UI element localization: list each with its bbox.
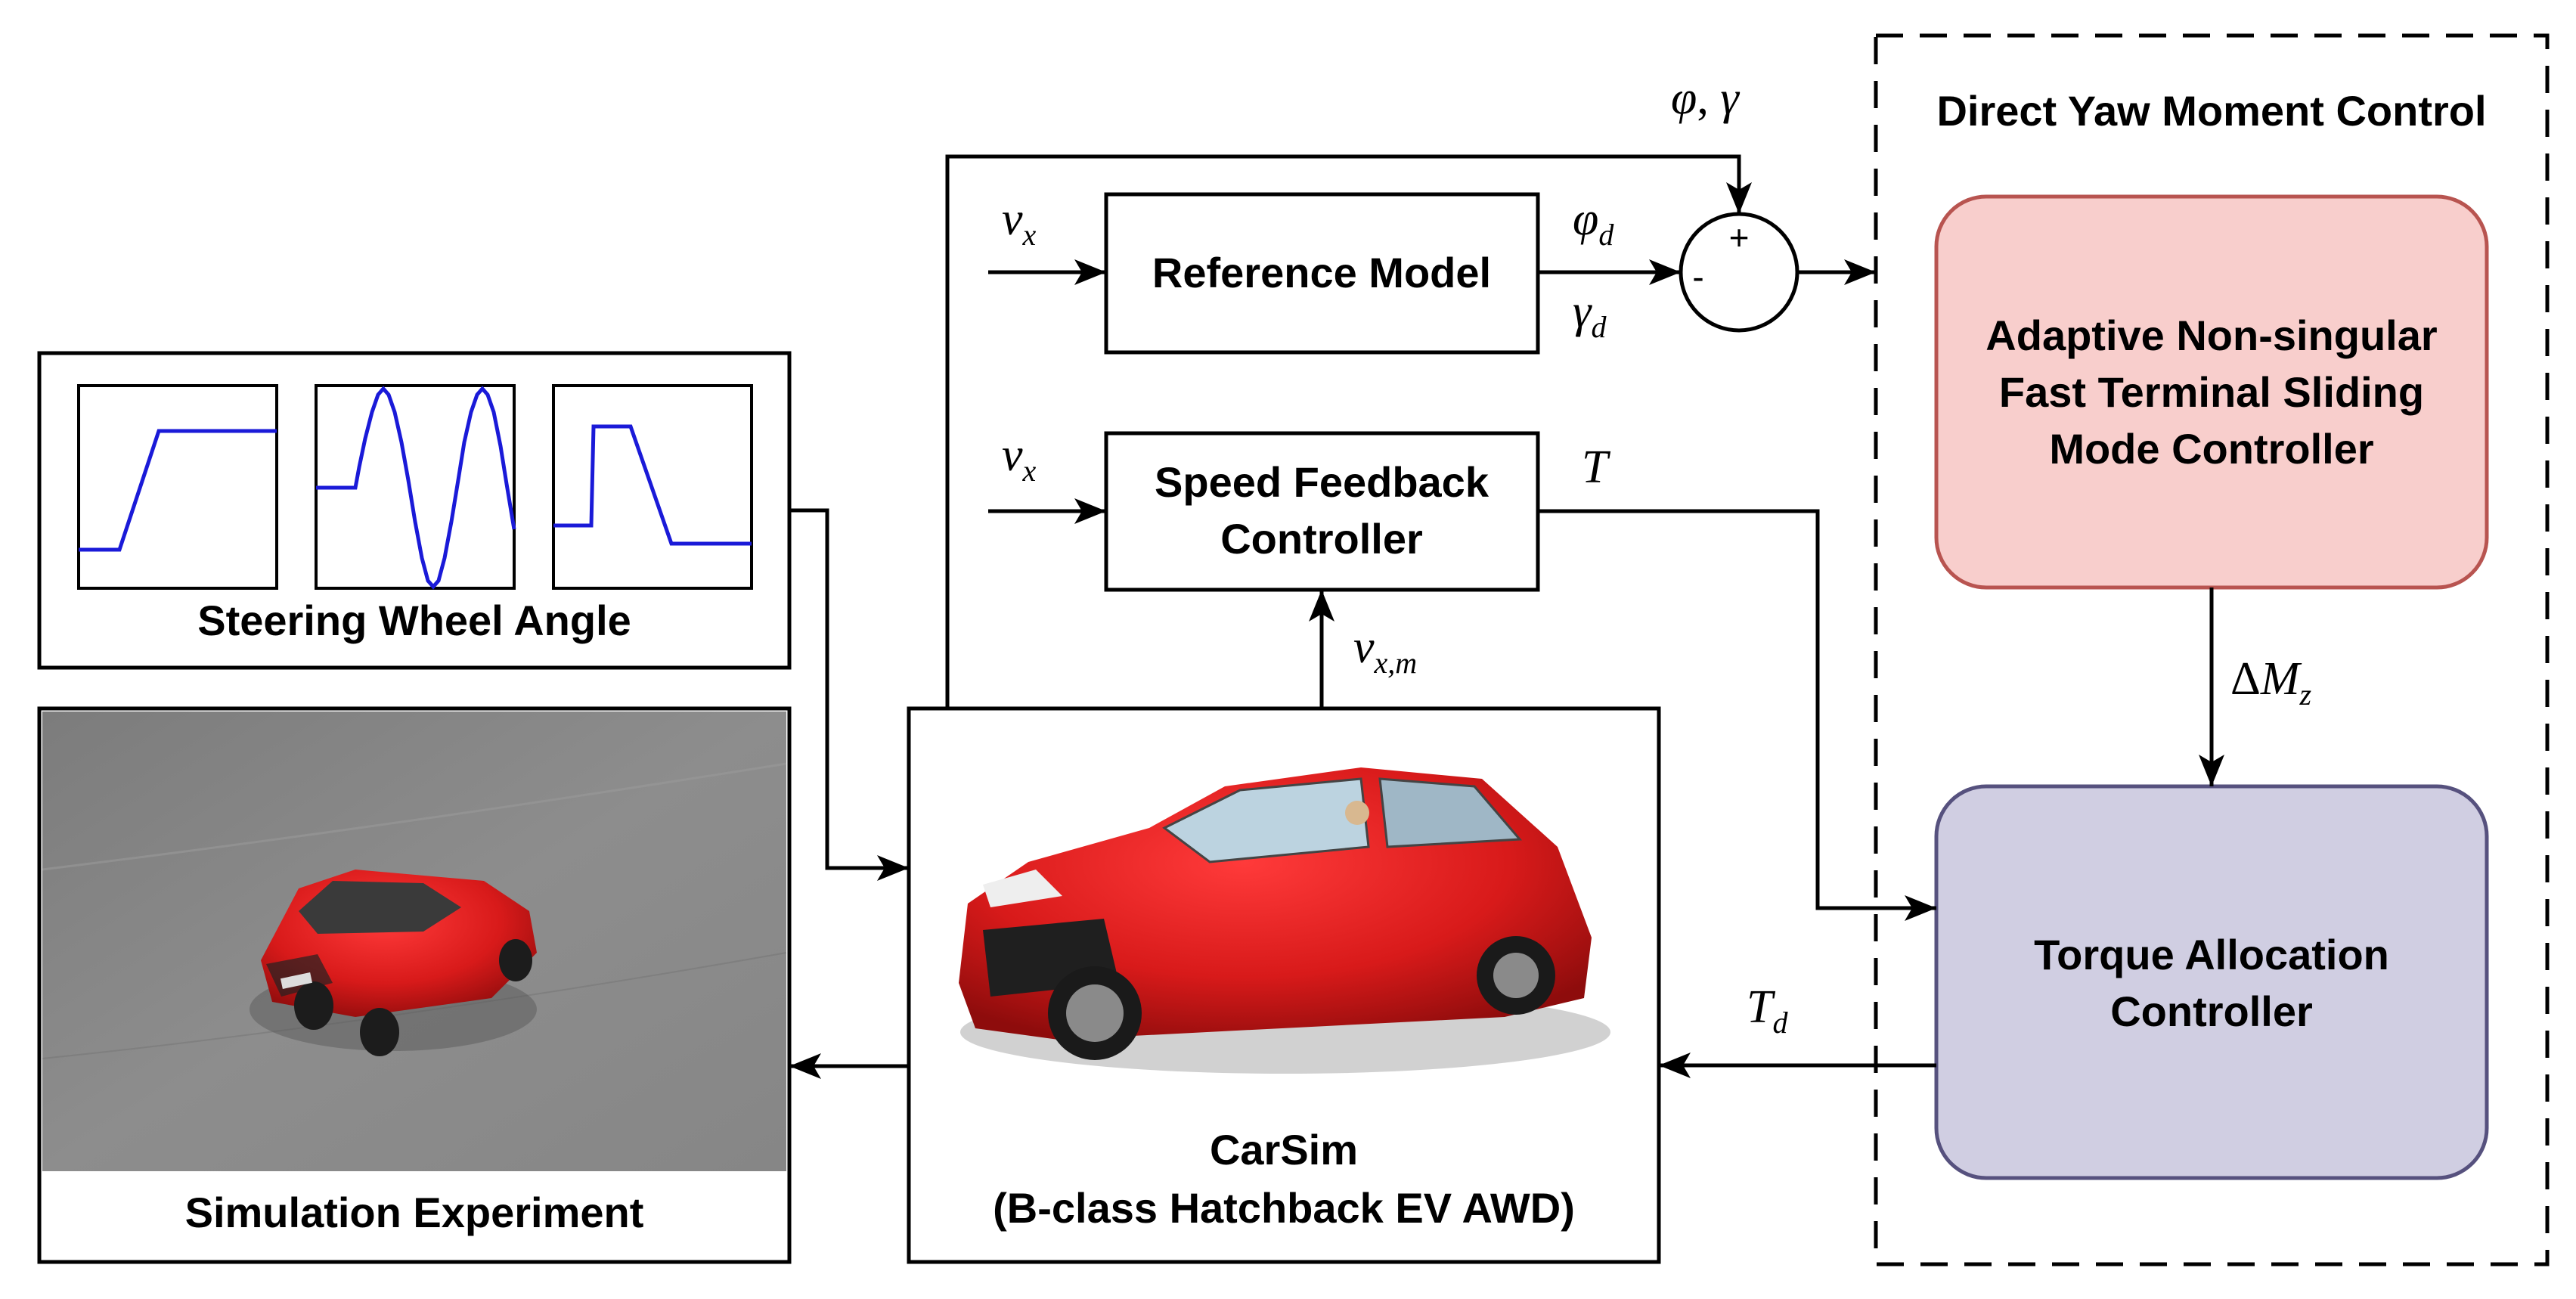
carsim-car-icon (959, 767, 1610, 1074)
arrow-steering-to-carsim (789, 508, 909, 881)
steering-wheel-angle-label: Steering Wheel Angle (197, 597, 631, 644)
steer-signal-pulse (553, 424, 752, 546)
anfts-label-line1: Adaptive Non-singular (1985, 312, 2437, 359)
signal-phi-gamma: φ, γ (1671, 73, 1740, 124)
sum-plus-sign: + (1729, 218, 1750, 257)
dyc-title: Direct Yaw Moment Control (1936, 87, 2486, 135)
speed-feedback-controller-block: Speed Feedback Controller (1104, 431, 1540, 592)
arrow-feedback-to-sum (945, 154, 1752, 708)
reference-model-label: Reference Model (1152, 249, 1491, 296)
torque-allocation-label-line1: Torque Allocation (2034, 931, 2389, 978)
signal-Td: Td (1747, 981, 1788, 1040)
simulation-car-icon (250, 870, 537, 1056)
arrow-speed-feedback-to-torque (1538, 509, 1936, 921)
connectors (789, 154, 2224, 1079)
signal-phi-d: φd (1573, 194, 1614, 252)
speed-feedback-label-line1: Speed Feedback (1155, 458, 1489, 506)
reference-model-block: Reference Model (1104, 192, 1540, 355)
steer-plot-step (77, 384, 278, 590)
signal-vx-reference: vx (1002, 194, 1037, 252)
sum-minus-sign: - (1692, 257, 1703, 296)
torque-allocation-label-line2: Controller (2110, 987, 2313, 1035)
signal-gamma-d: γd (1573, 286, 1607, 344)
anfts-controller-block: Adaptive Non-singular Fast Terminal Slid… (1934, 194, 2489, 590)
direct-yaw-moment-control-group: Direct Yaw Moment Control Adaptive Non-s… (1874, 33, 2550, 1266)
summing-junction: + - (1679, 212, 1799, 333)
speed-feedback-label-line2: Controller (1220, 515, 1423, 563)
anfts-label-line3: Mode Controller (2049, 425, 2373, 473)
simulation-experiment-block: Simulation Experiment (37, 706, 792, 1264)
anfts-label-line2: Fast Terminal Sliding (1999, 368, 2424, 416)
carsim-subtitle: (B-class Hatchback EV AWD) (993, 1184, 1575, 1232)
signal-vx-speed: vx (1002, 429, 1037, 488)
steer-signal-step (79, 429, 277, 552)
simulation-experiment-label: Simulation Experiment (185, 1189, 644, 1236)
carsim-title: CarSim (1210, 1126, 1358, 1173)
signal-T: T (1582, 442, 1611, 493)
signal-delta-mz: ΔMz (2230, 653, 2312, 712)
carsim-block: CarSim (B-class Hatchback EV AWD) (907, 706, 1661, 1264)
signal-vx-m: vx,m (1353, 622, 1417, 680)
torque-allocation-controller-block: Torque Allocation Controller (1934, 784, 2489, 1180)
steer-signal-sine (316, 386, 516, 590)
steering-wheel-angle-block: Steering Wheel Angle (37, 351, 792, 670)
